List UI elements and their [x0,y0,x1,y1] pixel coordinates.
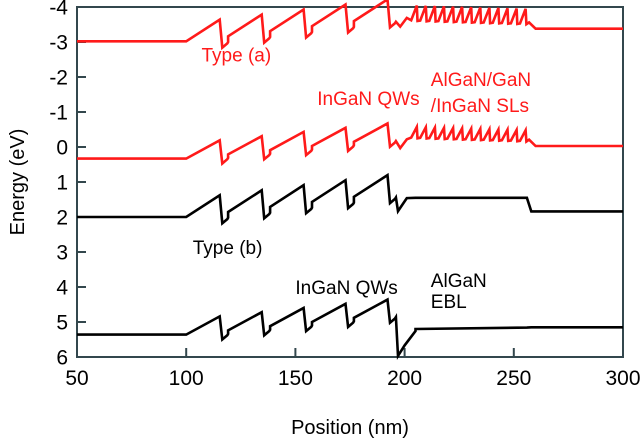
x-axis-tick-labels: 50 100 150 200 250 300 [65,367,640,390]
x-axis-ticks [76,348,624,357]
y-axis-title: Energy (eV) [7,129,29,236]
sl-label-line1: AlGaN/GaN [431,70,531,91]
y-axis-tick-labels: 6 5 4 3 2 1 0 -1 -2 -3 -4 [49,0,68,370]
y-tick-label: 5 [56,312,68,335]
y-tick-label: 2 [56,207,68,230]
y-tick-label: 0 [56,137,68,160]
x-axis-title: Position (nm) [291,417,409,439]
y-tick-label: 1 [56,172,68,195]
x-tick-label: 150 [278,367,313,390]
x-tick-label: 250 [496,367,531,390]
y-tick-label: -4 [49,0,68,20]
x-tick-label: 200 [387,367,422,390]
y-tick-label: 6 [56,347,68,370]
y-tick-label: -2 [49,67,68,90]
x-tick-label: 300 [605,367,640,390]
ingan-qws-black-label: InGaN QWs [295,278,397,299]
type-a-label: Type (a) [201,45,271,66]
sl-label-line2: /InGaN SLs [431,96,529,117]
chart-annotations: Type (a) InGaN QWs AlGaN/GaN/InGaN SLsType… [193,45,531,313]
ebl-label-line1: AlGaN [431,271,487,292]
ebl-label-line2: EBL [431,292,467,313]
band-curves [77,0,623,361]
ingan-qws-red-label: InGaN QWs [317,89,419,110]
y-tick-label: 3 [56,242,68,265]
band-curve-0 [77,0,623,51]
band-curve-2 [77,172,623,226]
type-b-label: Type (b) [193,238,263,259]
y-tick-label: -1 [49,102,68,125]
x-tick-label: 100 [169,367,204,390]
band-curve-3 [77,297,623,361]
band-curve-1 [77,121,623,167]
x-tick-label: 50 [65,367,88,390]
plot-frame [76,6,624,358]
y-tick-label: 4 [56,277,68,300]
y-tick-label: -3 [49,32,68,55]
